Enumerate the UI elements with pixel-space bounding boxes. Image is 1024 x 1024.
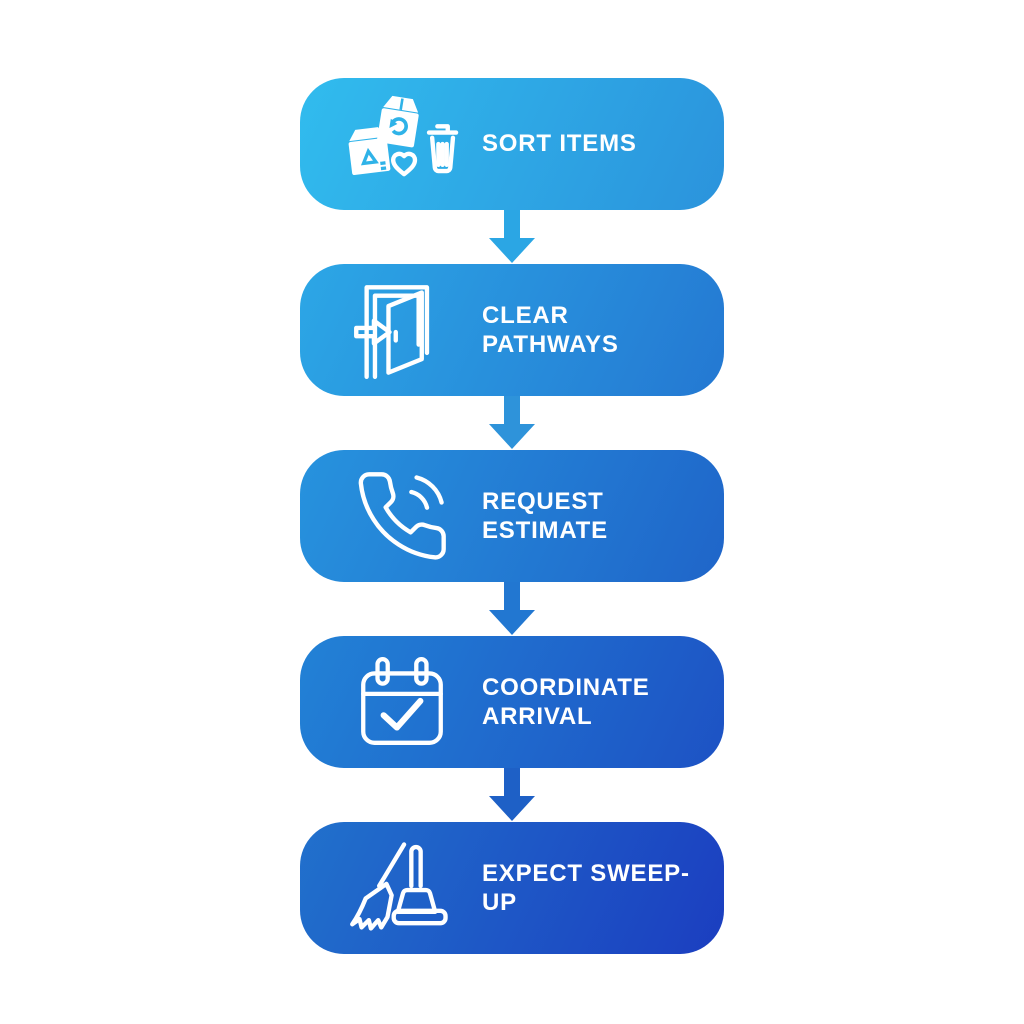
phone-call-icon xyxy=(334,466,470,566)
step-label: COORDINATE ARRIVAL xyxy=(482,673,650,730)
step-clear-pathways: CLEAR PATHWAYS xyxy=(300,264,724,396)
down-arrow-icon xyxy=(489,768,535,821)
open-door-arrow-icon xyxy=(334,278,470,382)
down-arrow-icon xyxy=(489,396,535,449)
sort-items-icon xyxy=(334,92,470,196)
step-label: CLEAR PATHWAYS xyxy=(482,301,619,358)
down-arrow-icon xyxy=(489,582,535,635)
step-label: EXPECT SWEEP-UP xyxy=(482,859,690,916)
step-coordinate-arrival: COORDINATE ARRIVAL xyxy=(300,636,724,768)
step-sort-items: SORT ITEMS xyxy=(300,78,724,210)
flow-arrow xyxy=(300,396,724,450)
calendar-check-icon xyxy=(334,651,470,753)
step-expect-sweep-up: EXPECT SWEEP-UP xyxy=(300,822,724,954)
flow-arrow xyxy=(300,768,724,822)
step-request-estimate: REQUEST ESTIMATE xyxy=(300,450,724,582)
down-arrow-icon xyxy=(489,210,535,263)
flow-arrow xyxy=(300,210,724,264)
flow-arrow xyxy=(300,582,724,636)
step-label: SORT ITEMS xyxy=(482,130,637,158)
process-flowchart: SORT ITEMS xyxy=(300,78,724,954)
broom-dustpan-icon xyxy=(334,836,470,940)
step-label: REQUEST ESTIMATE xyxy=(482,487,608,544)
